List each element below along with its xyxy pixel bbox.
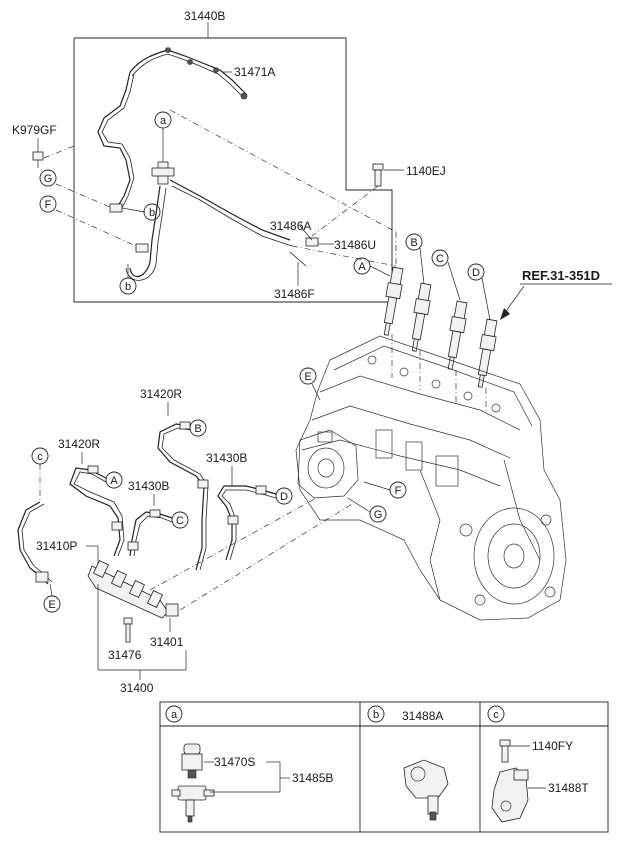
label-31486F: 31486F: [274, 287, 315, 301]
callout-A-pipe: A: [110, 475, 118, 487]
callout-c-pipe: c: [37, 451, 43, 463]
callout-a-top: a: [160, 115, 167, 127]
common-rail-31400: 31476 31401 31400: [87, 560, 187, 695]
pressure-valve-assembly: [171, 785, 215, 823]
callout-G-engine: G: [374, 509, 383, 521]
callout-B-pipe: B: [194, 423, 201, 435]
callout-C-pipe: C: [176, 515, 184, 527]
connector-31488A: [403, 759, 449, 821]
injection-pipes: 31420R B 31420R A 31430B C 31430B D: [17, 387, 353, 613]
callout-E-engine: E: [304, 371, 311, 383]
label-31430B-right: 31430B: [206, 451, 247, 465]
label-31420R-top: 31420R: [140, 387, 182, 401]
label-31485B: 31485B: [292, 771, 333, 785]
label-31476: 31476: [108, 648, 142, 662]
label-31400: 31400: [120, 681, 154, 695]
callout-F-engine: F: [395, 485, 402, 497]
detail-table: a b c 31470S 31485B 31488A: [159, 701, 609, 833]
rail-pipe-assembly-inset: 31440B 31471A 31486A 31486U 31486: [73, 9, 393, 303]
label-31488T: 31488T: [548, 781, 589, 795]
callout-b-low: b: [125, 281, 131, 293]
label-31440B: 31440B: [184, 9, 225, 23]
callout-D-injector: D: [472, 267, 480, 279]
callout-F-inset: F: [45, 199, 52, 211]
label-ref-31-351D: REF.31-351D: [522, 268, 600, 283]
bolt-1140FY: [499, 739, 511, 763]
label-1140FY: 1140FY: [532, 739, 573, 753]
label-31470S: 31470S: [214, 755, 255, 769]
label-31401: 31401: [150, 635, 184, 649]
inset-left-callouts: K979GF G F: [12, 123, 137, 247]
label-1140EJ: 1140EJ: [406, 164, 446, 178]
table-header-c: c: [493, 709, 499, 721]
callout-E-pipe: E: [48, 599, 55, 611]
label-31488A: 31488A: [402, 709, 443, 723]
table-header-a: a: [171, 709, 178, 721]
label-31486U: 31486U: [334, 238, 376, 252]
bracket-31488T: [491, 767, 529, 823]
injectors: A B C D: [353, 232, 612, 414]
label-31430B-mid: 31430B: [128, 479, 169, 493]
callout-B-injector: B: [410, 237, 417, 249]
callout-C-injector: C: [436, 253, 444, 265]
label-31486A: 31486A: [270, 219, 311, 233]
label-31471A: 31471A: [234, 65, 275, 79]
fuel-pressure-sensor-31470S: [181, 743, 203, 779]
table-header-b: b: [373, 709, 379, 721]
callout-D-pipe: D: [280, 491, 288, 503]
callout-A-injector: A: [358, 261, 366, 273]
label-K979GF: K979GF: [12, 123, 57, 137]
label-31420R-left: 31420R: [58, 437, 100, 451]
engine-block: E F G: [295, 335, 567, 621]
bolt-1140EJ: 1140EJ: [311, 163, 446, 237]
callout-G-inset: G: [44, 173, 53, 185]
callout-b-mid: b: [149, 207, 155, 219]
label-31410P: 31410P: [36, 539, 77, 553]
